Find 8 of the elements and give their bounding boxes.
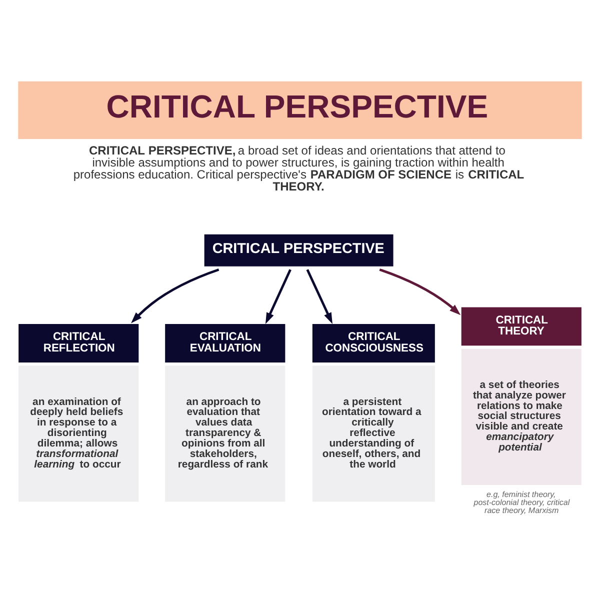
arrow	[306, 269, 332, 324]
node-label: e.g, feminist theory, post-colonial theory, critical race theory, Marxism	[474, 490, 570, 515]
diagram-title: CRITICAL PERSPECTIVE	[106, 88, 488, 124]
arrow	[265, 269, 292, 324]
arrow	[379, 268, 461, 316]
node-box: CRITICAL PERSPECTIVE	[204, 234, 394, 266]
arrow	[131, 268, 220, 324]
label: CRITICAL PERSPECTIVE, a broad set of ideas and orientations that attend to invisible assumptions and to power structures, is gaining traction within health professions education. Critical perspective's PARADIGM OF SCIENCE is CRITICAL THEORY.	[73, 143, 524, 194]
